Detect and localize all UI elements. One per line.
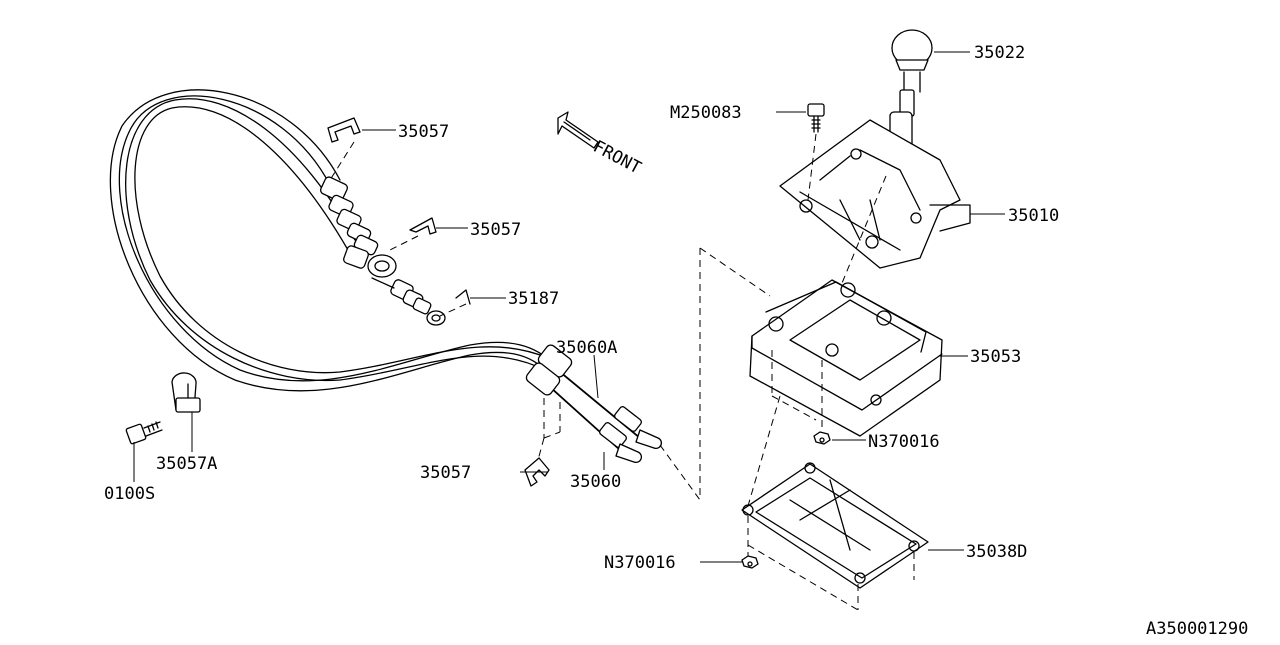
clamp-icon bbox=[171, 372, 201, 413]
front-label: FRONT bbox=[590, 137, 645, 179]
label-n370016-lower: N370016 bbox=[604, 553, 676, 573]
shift-cable-assembly bbox=[109, 89, 556, 392]
label-35060: 35060 bbox=[570, 472, 621, 492]
nut-lower-icon bbox=[741, 555, 759, 569]
label-35057-mid: 35057 bbox=[470, 220, 521, 240]
label-35057-bottom: 35057 bbox=[420, 463, 471, 483]
label-n370016-upper: N370016 bbox=[868, 432, 940, 452]
housing-assembly bbox=[749, 279, 943, 437]
label-m250083: M250083 bbox=[670, 103, 742, 123]
plate-assembly bbox=[741, 462, 929, 589]
cable-end-upper bbox=[319, 176, 446, 326]
shifter-assembly bbox=[779, 119, 971, 269]
pin-icon bbox=[455, 289, 471, 305]
label-35187: 35187 bbox=[508, 289, 559, 309]
label-35057-top: 35057 bbox=[398, 122, 449, 142]
label-35038d: 35038D bbox=[966, 542, 1027, 562]
front-arrow-icon bbox=[557, 111, 599, 149]
clip-icon bbox=[327, 117, 550, 487]
label-0100s: 0100S bbox=[104, 484, 155, 504]
label-35053: 35053 bbox=[970, 347, 1021, 367]
nut-upper-icon bbox=[813, 431, 831, 445]
bolt-m-icon bbox=[807, 103, 825, 133]
label-35010: 35010 bbox=[1008, 206, 1059, 226]
label-35022: 35022 bbox=[974, 43, 1025, 63]
label-35057a: 35057A bbox=[156, 454, 217, 474]
cable-end-lower bbox=[525, 344, 662, 464]
shift-knob-icon bbox=[891, 29, 933, 117]
diagram-id: A350001290 bbox=[1146, 619, 1248, 639]
label-35060a: 35060A bbox=[556, 338, 617, 358]
bolt-icon bbox=[125, 421, 163, 445]
